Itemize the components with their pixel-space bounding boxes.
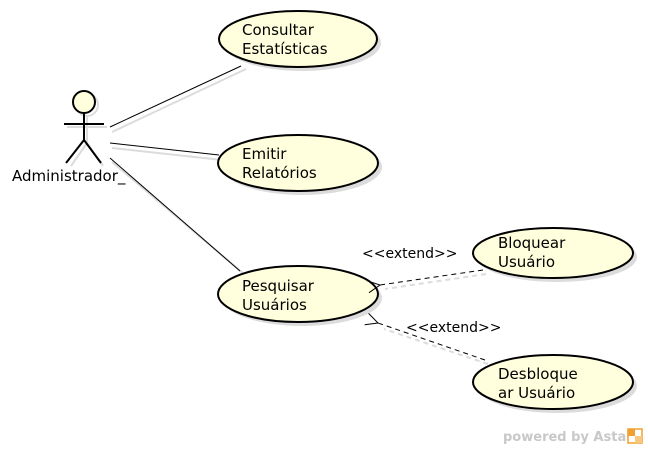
extend-shadow	[383, 328, 489, 365]
use-case-label-line1: Consultar	[242, 21, 315, 39]
powered-by-text: powered by Astah	[503, 430, 635, 445]
associations	[109, 65, 242, 272]
actor-name: Administrador_	[12, 167, 126, 186]
use-case-desbloquear-usuario[interactable]: Desbloque ar Usuário	[472, 354, 637, 413]
extend-stereotype-label: <<extend>>	[362, 246, 457, 262]
use-case-label-line2: Estatísticas	[242, 40, 328, 58]
astah-watermark: powered by Astah	[503, 428, 643, 445]
use-case-pesquisar-usuarios[interactable]: Pesquisar Usuários	[217, 265, 382, 326]
use-case-label-line1: Bloquear	[498, 234, 566, 252]
use-case-emitir-relatorios[interactable]: Emitir Relatórios	[217, 134, 382, 195]
actor-administrador[interactable]: Administrador_	[12, 90, 126, 186]
use-case-ellipse	[218, 10, 378, 68]
use-case-label-line2: Usuário	[498, 253, 555, 271]
stick-figure-icon	[64, 90, 104, 164]
use-case-label-line1: Emitir	[242, 145, 287, 163]
use-case-ellipse	[217, 265, 379, 323]
extend-shadow	[384, 273, 487, 290]
use-case-label-line2: Relatórios	[242, 164, 317, 182]
astah-logo-icon	[627, 428, 643, 444]
use-case-label-line2: Usuários	[242, 296, 307, 314]
extend-relation-desbloquear[interactable]: <<extend>>	[378, 320, 501, 365]
extend-relation-bloquear[interactable]: <<extend>>	[362, 246, 487, 290]
association-pesquisar[interactable]	[109, 157, 241, 272]
extend-stereotype-label: <<extend>>	[406, 320, 501, 336]
use-case-ellipse	[472, 227, 634, 279]
use-case-label-line1: Pesquisar	[242, 277, 315, 295]
use-case-label-line1: Desbloque	[498, 365, 578, 383]
use-case-ellipse	[217, 134, 379, 192]
association-consultar[interactable]	[109, 65, 242, 128]
use-case-label-line2: ar Usuário	[498, 384, 575, 402]
use-case-consultar-estatisticas[interactable]: Consultar Estatísticas	[218, 10, 381, 71]
use-case-bloquear-usuario[interactable]: Bloquear Usuário	[472, 227, 637, 282]
use-case-ellipse	[472, 354, 634, 410]
association-emitir[interactable]	[109, 142, 220, 156]
extend-arrow	[378, 323, 486, 361]
